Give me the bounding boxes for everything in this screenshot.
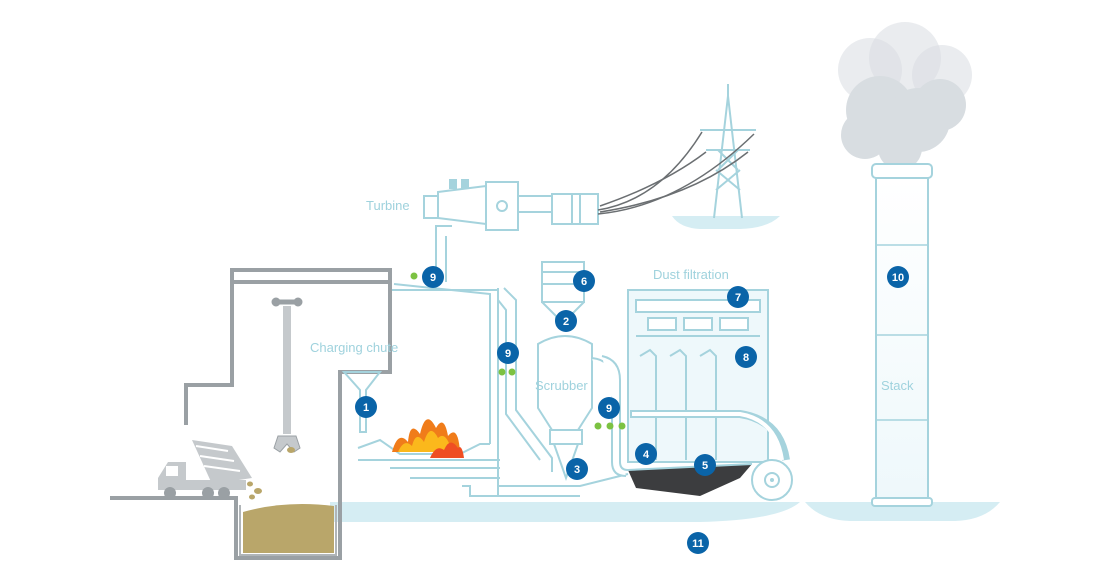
sensor-dots	[410, 272, 626, 430]
marker-6-number: 6	[581, 276, 587, 288]
marker-11[interactable]: 11	[687, 532, 709, 554]
marker-10[interactable]: 10	[887, 266, 909, 288]
turbine-generator	[423, 179, 599, 282]
marker-6[interactable]: 6	[573, 270, 595, 292]
marker-8[interactable]: 8	[735, 346, 757, 368]
marker-4[interactable]: 4	[635, 443, 657, 465]
marker-11-number: 11	[692, 538, 704, 550]
marker-10-number: 10	[892, 272, 904, 284]
marker-5-number: 5	[702, 460, 708, 472]
crane-grab	[271, 297, 303, 453]
marker-7[interactable]: 7	[727, 286, 749, 308]
marker-3[interactable]: 3	[566, 458, 588, 480]
scrubber-tower	[537, 335, 629, 482]
furnace-boiler	[341, 283, 500, 497]
marker-8-number: 8	[743, 352, 749, 364]
label-charging-chute: Charging chute	[310, 340, 398, 355]
marker-7-number: 7	[735, 292, 741, 304]
marker-9-top-number: 9	[430, 272, 436, 284]
waste-pellets	[247, 447, 295, 500]
dump-truck-icon	[158, 440, 252, 499]
marker-9-low[interactable]: 9	[598, 397, 620, 419]
dust-filter-unit	[627, 289, 769, 463]
marker-1[interactable]: 1	[355, 396, 377, 418]
ash-conveyor	[627, 410, 793, 501]
waste-bunker	[110, 268, 392, 560]
label-turbine: Turbine	[366, 198, 410, 213]
waste-pit-contents	[243, 504, 334, 553]
marker-3-number: 3	[574, 464, 580, 476]
label-scrubber: Scrubber	[535, 378, 588, 393]
marker-2[interactable]: 2	[555, 310, 577, 332]
marker-9-mid-number: 9	[505, 348, 511, 360]
label-dust-filtration: Dust filtration	[653, 267, 729, 282]
fire-icon	[392, 419, 464, 458]
power-cables	[597, 131, 755, 215]
smoke-cloud	[838, 22, 972, 170]
marker-2-number: 2	[563, 316, 569, 328]
power-pylon-icon	[700, 84, 756, 219]
marker-5[interactable]: 5	[694, 454, 716, 476]
marker-9-mid[interactable]: 9	[497, 342, 519, 364]
ground-plane	[330, 216, 1000, 522]
label-stack: Stack	[881, 378, 914, 393]
marker-4-number: 4	[643, 449, 650, 461]
marker-9-low-number: 9	[606, 403, 612, 415]
stack-chimney	[871, 163, 933, 507]
marker-9-top[interactable]: 9	[422, 266, 444, 288]
marker-1-number: 1	[363, 402, 369, 414]
